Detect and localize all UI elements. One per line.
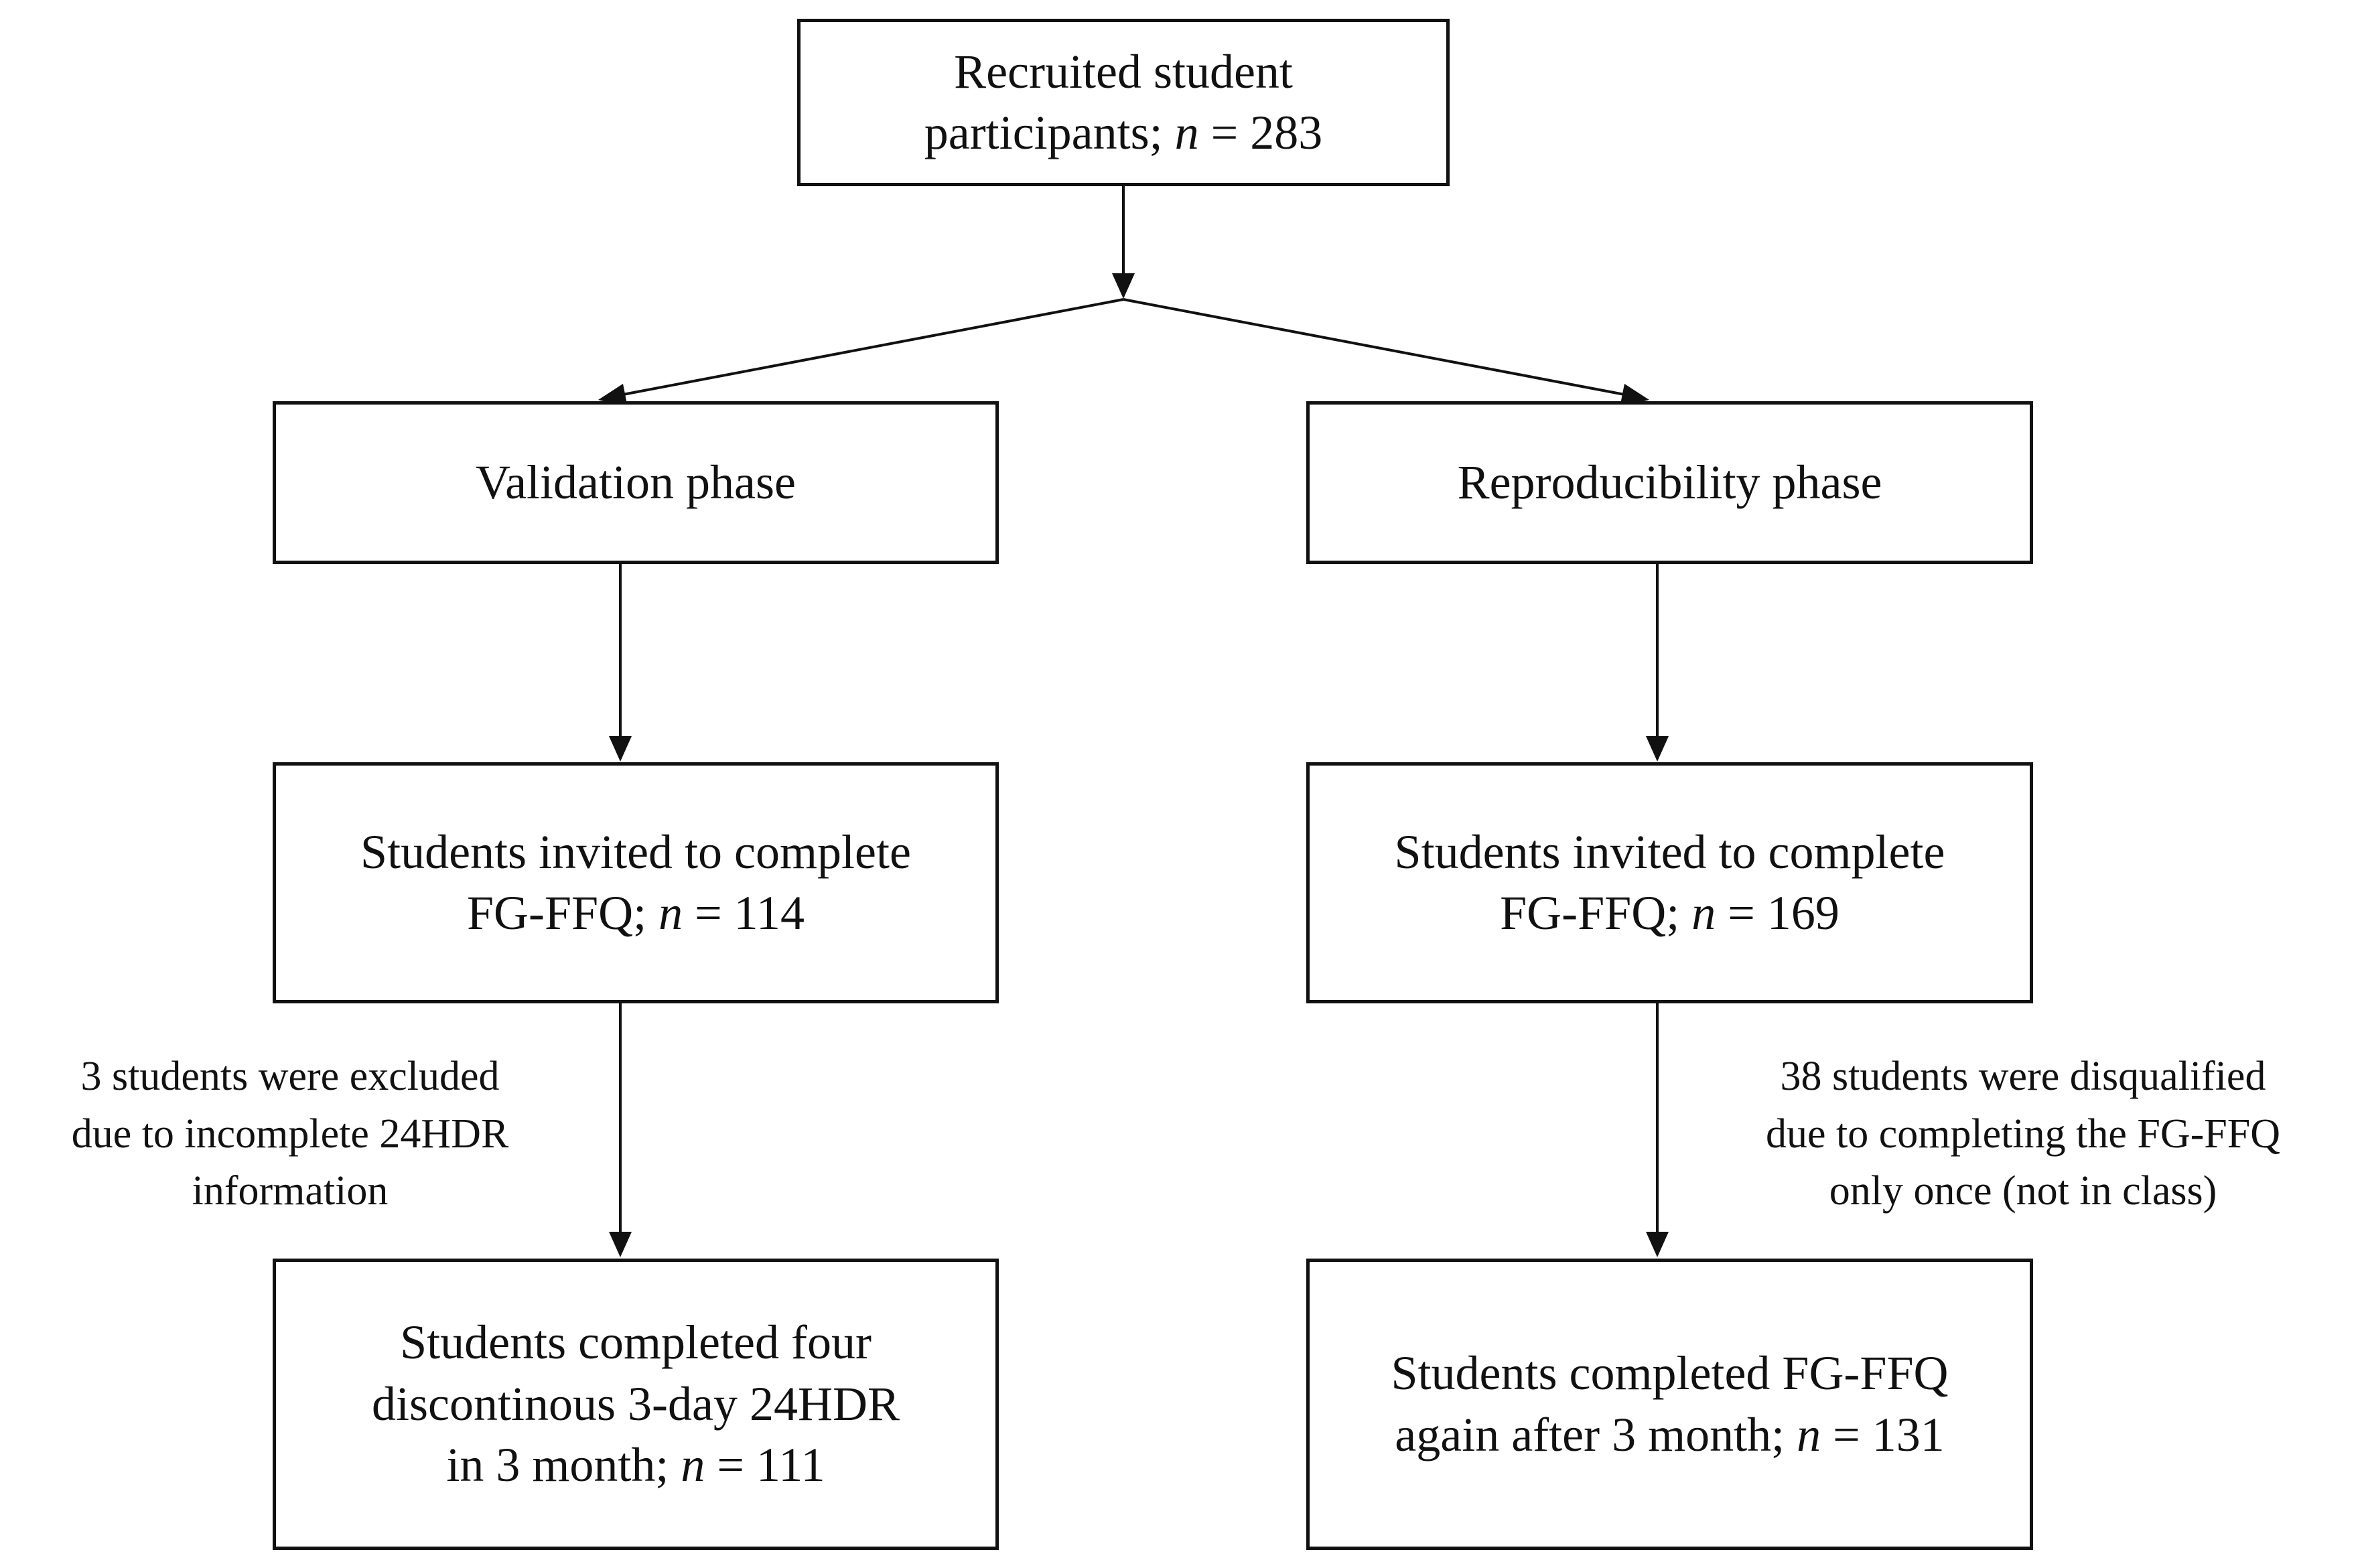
validation-invited-count: = 114 xyxy=(683,886,805,940)
reproducibility-completed-line1: Students completed FG-FFQ xyxy=(1391,1346,1949,1401)
reproducibility-completed-n-symbol: n xyxy=(1797,1407,1821,1462)
reproducibility-invited-count: = 169 xyxy=(1716,886,1839,940)
reproducibility-invited-text: Students invited to complete FG-FFQ; n =… xyxy=(1395,822,1945,944)
validation-completed-n-symbol: n xyxy=(681,1438,705,1492)
branch-line-left xyxy=(619,298,1124,397)
reproducibility-completed-box: Students completed FG-FFQ again after 3 … xyxy=(1306,1259,2033,1550)
validation-completed-line1: Students completed four xyxy=(400,1315,872,1370)
validation-completed-line3-prefix: in 3 month; xyxy=(446,1438,681,1492)
validation-invited-n-symbol: n xyxy=(658,886,683,940)
arrowhead-validation-completed xyxy=(609,1232,632,1257)
reproducibility-phase-label: Reproducibility phase xyxy=(1457,455,1882,509)
reproducibility-phase-box: Reproducibility phase xyxy=(1306,401,2033,564)
validation-completed-text: Students completed four discontinous 3-d… xyxy=(372,1312,900,1496)
validation-excluded-line1: 3 students were excluded xyxy=(80,1054,500,1099)
recruited-line2-prefix: participants; xyxy=(924,106,1175,159)
reproducibility-disqualified-line3: only once (not in class) xyxy=(1829,1168,2217,1214)
validation-invited-line2-prefix: FG-FFQ; xyxy=(466,886,659,940)
reproducibility-disqualified-line2: due to completing the FG-FFQ xyxy=(1765,1111,2281,1157)
validation-phase-label: Validation phase xyxy=(476,455,796,509)
branch-line-right xyxy=(1123,298,1628,397)
validation-excluded-line3: information xyxy=(192,1168,389,1214)
reproducibility-completed-text: Students completed FG-FFQ again after 3 … xyxy=(1391,1343,1948,1466)
validation-excluded-note: 3 students were excluded due to incomple… xyxy=(12,1048,568,1220)
validation-invited-line2: FG-FFQ; n = 114 xyxy=(360,883,911,944)
validation-excluded-line2: due to incomplete 24HDR xyxy=(71,1111,509,1157)
arrowhead-recruited-split xyxy=(1112,273,1135,299)
validation-invited-box: Students invited to complete FG-FFQ; n =… xyxy=(273,762,999,1003)
reproducibility-disqualified-note: 38 students were disqualified due to com… xyxy=(1695,1048,2351,1220)
reproducibility-invited-line1: Students invited to complete xyxy=(1394,825,1945,879)
arrowhead-reproducibility-invited xyxy=(1646,736,1669,762)
validation-invited-text: Students invited to complete FG-FFQ; n =… xyxy=(360,822,911,944)
reproducibility-completed-count: = 131 xyxy=(1821,1407,1945,1462)
validation-completed-box: Students completed four discontinous 3-d… xyxy=(273,1259,999,1550)
recruited-count: = 283 xyxy=(1198,106,1323,159)
validation-phase-box: Validation phase xyxy=(273,401,999,564)
recruited-line2: participants; n = 283 xyxy=(924,102,1323,163)
reproducibility-invited-line2-prefix: FG-FFQ; xyxy=(1500,886,1692,940)
validation-invited-line1: Students invited to complete xyxy=(360,825,911,879)
recruited-line1: Recruited student xyxy=(954,44,1293,98)
reproducibility-completed-line2: again after 3 month; n = 131 xyxy=(1391,1405,1948,1466)
validation-completed-count: = 111 xyxy=(705,1438,825,1492)
arrowhead-reproducibility-completed xyxy=(1646,1232,1669,1257)
reproducibility-invited-box: Students invited to complete FG-FFQ; n =… xyxy=(1306,762,2033,1003)
validation-completed-line2: discontinous 3-day 24HDR xyxy=(372,1376,900,1431)
reproducibility-completed-line2-prefix: again after 3 month; xyxy=(1395,1407,1797,1462)
reproducibility-disqualified-line1: 38 students were disqualified xyxy=(1780,1054,2266,1099)
recruited-n-symbol: n xyxy=(1174,106,1199,159)
recruited-participants-text: Recruited student participants; n = 283 xyxy=(924,42,1323,164)
recruited-participants-box: Recruited student participants; n = 283 xyxy=(797,19,1450,186)
arrowhead-validation-invited xyxy=(609,736,632,762)
validation-completed-line3: in 3 month; n = 111 xyxy=(372,1435,900,1496)
reproducibility-invited-line2: FG-FFQ; n = 169 xyxy=(1395,883,1945,944)
reproducibility-invited-n-symbol: n xyxy=(1691,886,1716,940)
